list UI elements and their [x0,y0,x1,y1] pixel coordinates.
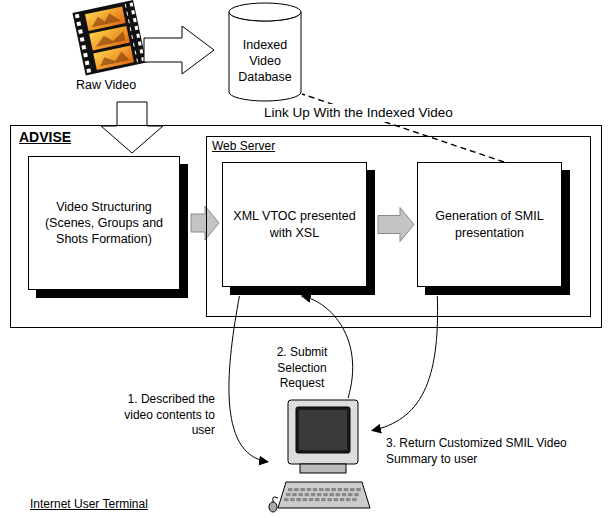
film-strip-icon [72,0,146,75]
connector-label: Link Up With the Indexed Video [262,104,455,122]
hollow-arrow [101,102,163,153]
icon-caption: Raw Video [76,77,136,93]
terminal-label: Internet User Terminal [30,497,148,511]
process-box: Generation of SMIL presentation [417,162,562,287]
block-arrow [191,206,219,240]
cylinder-outline [228,2,302,102]
frame-title: ADVISE [19,129,71,145]
user-terminal: Internet User Terminal [268,398,372,514]
box-text: XML VTOC presented with XSL [231,208,358,241]
database-cylinder: Indexed Video Database [228,2,302,102]
connector-label: 3. Return Customized SMIL Video Summary … [386,436,601,467]
connector-label: 1. Described the video contents to user [105,392,215,439]
box-text: Generation of SMIL presentation [426,208,553,241]
process-box: XML VTOC presented with XSL [222,162,367,287]
frame-title: Web Server [212,139,275,153]
server-frame: Web ServerXML VTOC presented with XSL Gen… [206,136,591,317]
flow-arrow [229,296,268,462]
computer-icon [268,398,372,514]
system-frame: ADVISE Video Structuring (Scenes, Groups … [10,125,602,328]
connector-label: 2. Submit Selection Request [262,345,342,392]
box-text: Video Structuring (Scenes, Groups and Sh… [37,199,171,248]
hollow-arrow [144,26,214,74]
process-box: Video Structuring (Scenes, Groups and Sh… [28,156,180,290]
block-arrow [378,208,414,242]
box-text: Indexed Video Database [228,37,302,86]
